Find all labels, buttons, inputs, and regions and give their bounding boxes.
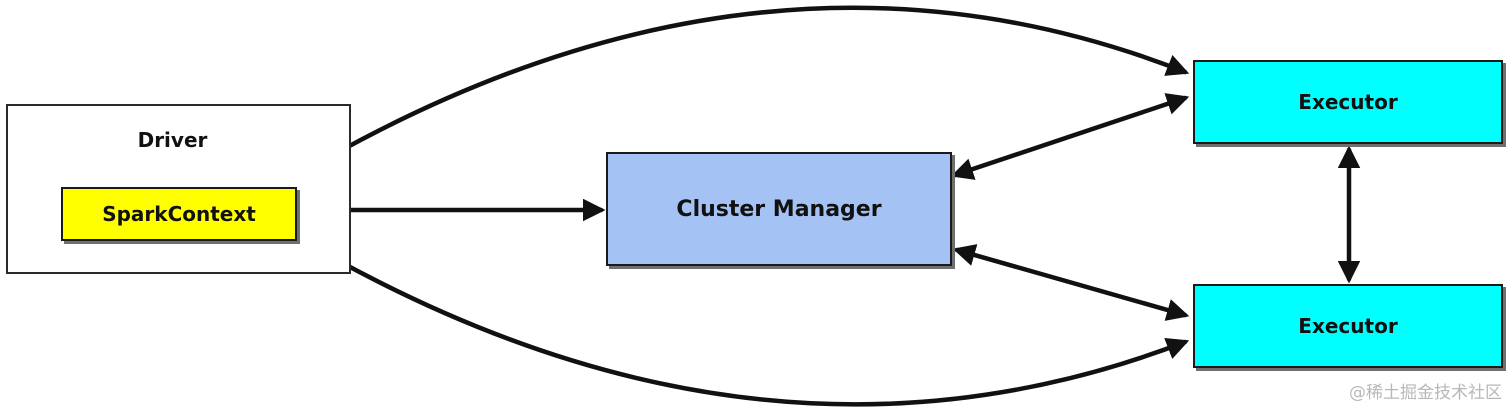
executor-top-box: Executor: [1193, 60, 1503, 144]
arrow-cluster-manager-executor-top: [950, 93, 1190, 180]
arrow-driver-executor-bottom: [301, 239, 1190, 407]
driver-label: Driver: [137, 128, 208, 152]
executor-top-label: Executor: [1298, 90, 1398, 114]
cluster-manager-label: Cluster Manager: [676, 196, 882, 222]
executor-bottom-label: Executor: [1298, 314, 1398, 338]
arrow-driver-executor-top: [299, 5, 1190, 175]
arrow-cluster-manager-executor-bottom: [952, 244, 1190, 321]
cluster-manager-box: Cluster Manager: [606, 152, 952, 266]
executor-bottom-box: Executor: [1193, 284, 1503, 368]
watermark: @稀土掘金技术社区: [1349, 383, 1502, 403]
spark-context-box: SparkContext: [61, 187, 297, 241]
spark-context-label: SparkContext: [102, 202, 256, 226]
